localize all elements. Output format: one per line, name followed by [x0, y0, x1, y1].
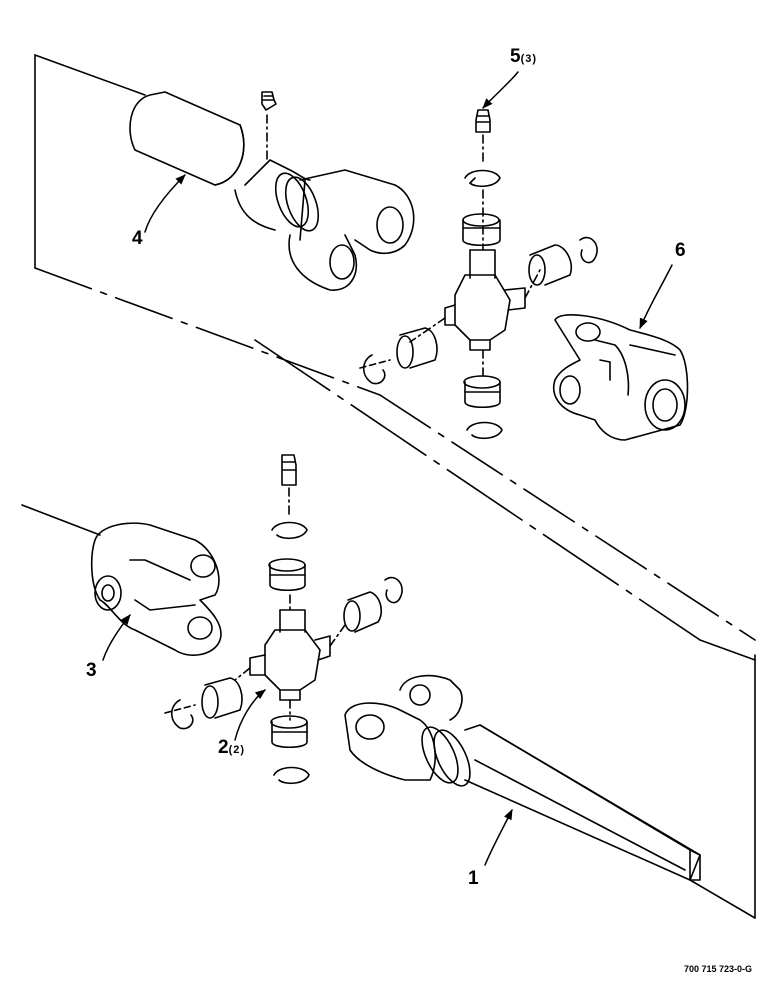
figure-id: 700 715 723-0-G — [683, 964, 752, 974]
leader-arrows — [102, 71, 673, 866]
callout-3-number: 3 — [86, 660, 97, 681]
upper-right-yoke — [553, 314, 689, 441]
callout-4-number: 4 — [132, 228, 143, 249]
lower-bearing-cup-left — [201, 677, 243, 719]
lower-bearing-cup-right — [343, 591, 382, 633]
lower-bearing-cup-top — [268, 558, 306, 592]
upper-bearing-cup-left — [396, 327, 438, 369]
callout-6: 6 — [675, 240, 686, 262]
lower-yoke-and-shaft — [344, 674, 701, 881]
lower-assembly-frame — [21, 339, 756, 919]
callout-4: 4 — [132, 228, 143, 250]
lower-universal-joint-cross — [234, 594, 346, 721]
callout-5: 5(3) — [510, 46, 537, 68]
upper-universal-joint-cross — [409, 189, 541, 381]
callout-2-quantity: (2) — [228, 744, 246, 756]
snap-rings-upper — [359, 169, 598, 440]
callout-6-number: 6 — [675, 240, 686, 261]
callout-5-quantity: (3) — [520, 53, 538, 65]
callout-2: 2(2) — [218, 737, 245, 759]
upper-bearing-cup-bottom — [463, 375, 501, 409]
upper-bearing-cup-right — [528, 244, 573, 286]
callout-1-number: 1 — [468, 868, 479, 889]
callout-5-number: 5 — [510, 46, 521, 67]
callout-2-number: 2 — [218, 737, 229, 758]
lower-left-yoke — [90, 522, 222, 656]
upper-assembly-frame — [34, 54, 756, 641]
lower-bearing-cup-bottom — [270, 715, 308, 749]
snap-rings-lower — [164, 521, 403, 785]
callout-1: 1 — [468, 868, 479, 890]
tube-yoke-assembly — [129, 91, 415, 291]
upper-bearing-cup-top — [462, 213, 501, 247]
grease-fitting-upper-left — [261, 91, 277, 161]
grease-fitting-upper — [475, 109, 491, 166]
callout-3: 3 — [86, 660, 97, 682]
grease-fitting-lower — [281, 454, 297, 516]
